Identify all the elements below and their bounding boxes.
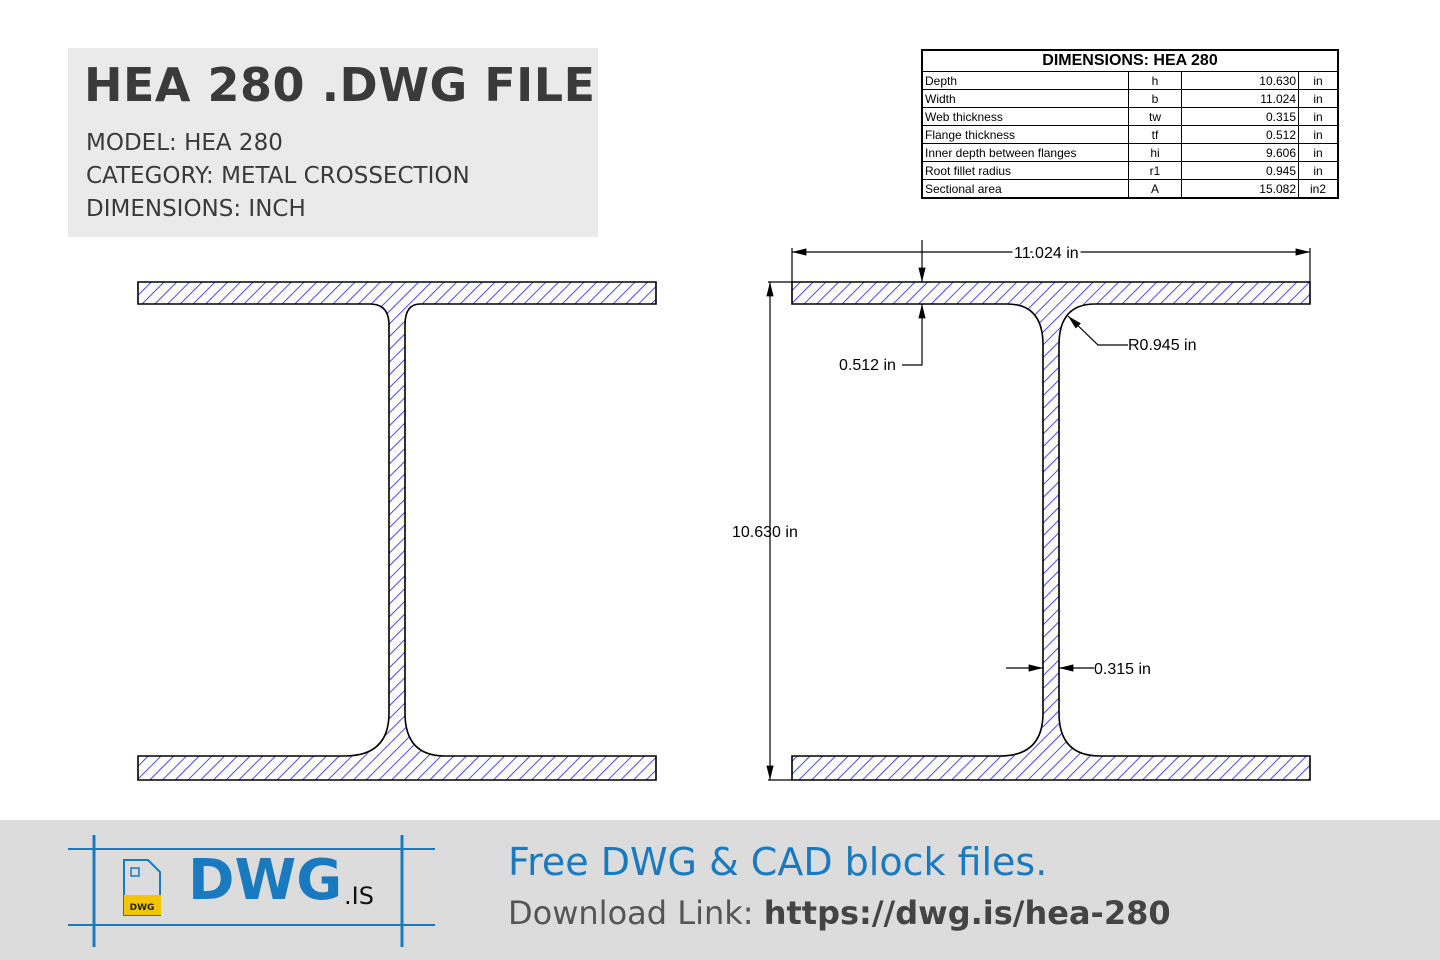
radius-label: R0.945 in bbox=[1128, 337, 1197, 354]
page-title: HEA 280 .DWG FILE bbox=[84, 58, 596, 112]
cell-name: Sectional area bbox=[921, 179, 1129, 199]
cell-value: 0.945 bbox=[1181, 161, 1299, 180]
logo-frame: DWG bbox=[68, 835, 435, 947]
cell-unit: in bbox=[1298, 143, 1339, 162]
table-title: DIMENSIONS: HEA 280 bbox=[921, 49, 1339, 72]
cell-value: 15.082 bbox=[1181, 179, 1299, 199]
title-panel: HEA 280 .DWG FILE MODEL: HEA 280 CATEGOR… bbox=[68, 48, 598, 237]
download-label: Download Link: bbox=[508, 894, 764, 932]
cell-name: Root fillet radius bbox=[921, 161, 1129, 180]
logo-suffix: .IS bbox=[344, 882, 374, 910]
cell-unit: in2 bbox=[1298, 179, 1339, 199]
model-label: MODEL: HEA 280 bbox=[86, 130, 283, 156]
web-label: 0.315 in bbox=[1094, 661, 1151, 678]
cell-name: Inner depth between flanges bbox=[921, 143, 1129, 162]
cell-unit: in bbox=[1298, 161, 1339, 180]
tagline: Free DWG & CAD block files. bbox=[508, 840, 1048, 884]
svg-text:DWG: DWG bbox=[130, 903, 155, 913]
flange-label: 0.512 in bbox=[839, 357, 896, 374]
depth-label: 10.630 in bbox=[732, 524, 798, 541]
beam-section-right bbox=[791, 281, 1311, 781]
cell-value: 9.606 bbox=[1181, 143, 1299, 162]
logo-text: DWG bbox=[188, 848, 343, 913]
width-label: 11.024 in bbox=[1014, 245, 1079, 262]
cell-value: 10.630 bbox=[1181, 71, 1299, 90]
dwg-file-icon: DWG bbox=[123, 859, 161, 916]
beam-section-left bbox=[137, 281, 657, 781]
category-label: CATEGORY: METAL CROSSECTION bbox=[86, 163, 470, 189]
dimensions-label: DIMENSIONS: INCH bbox=[86, 196, 306, 222]
download-line: Download Link: https://dwg.is/hea-280 bbox=[508, 894, 1171, 932]
cad-drawing: 11.024 in 0.512 in R0.945 in 10.630 in 0… bbox=[137, 240, 1311, 781]
footer: DWG DWG .IS Free DWG & CAD block files. … bbox=[0, 820, 1440, 960]
download-link[interactable]: https://dwg.is/hea-280 bbox=[763, 894, 1171, 932]
